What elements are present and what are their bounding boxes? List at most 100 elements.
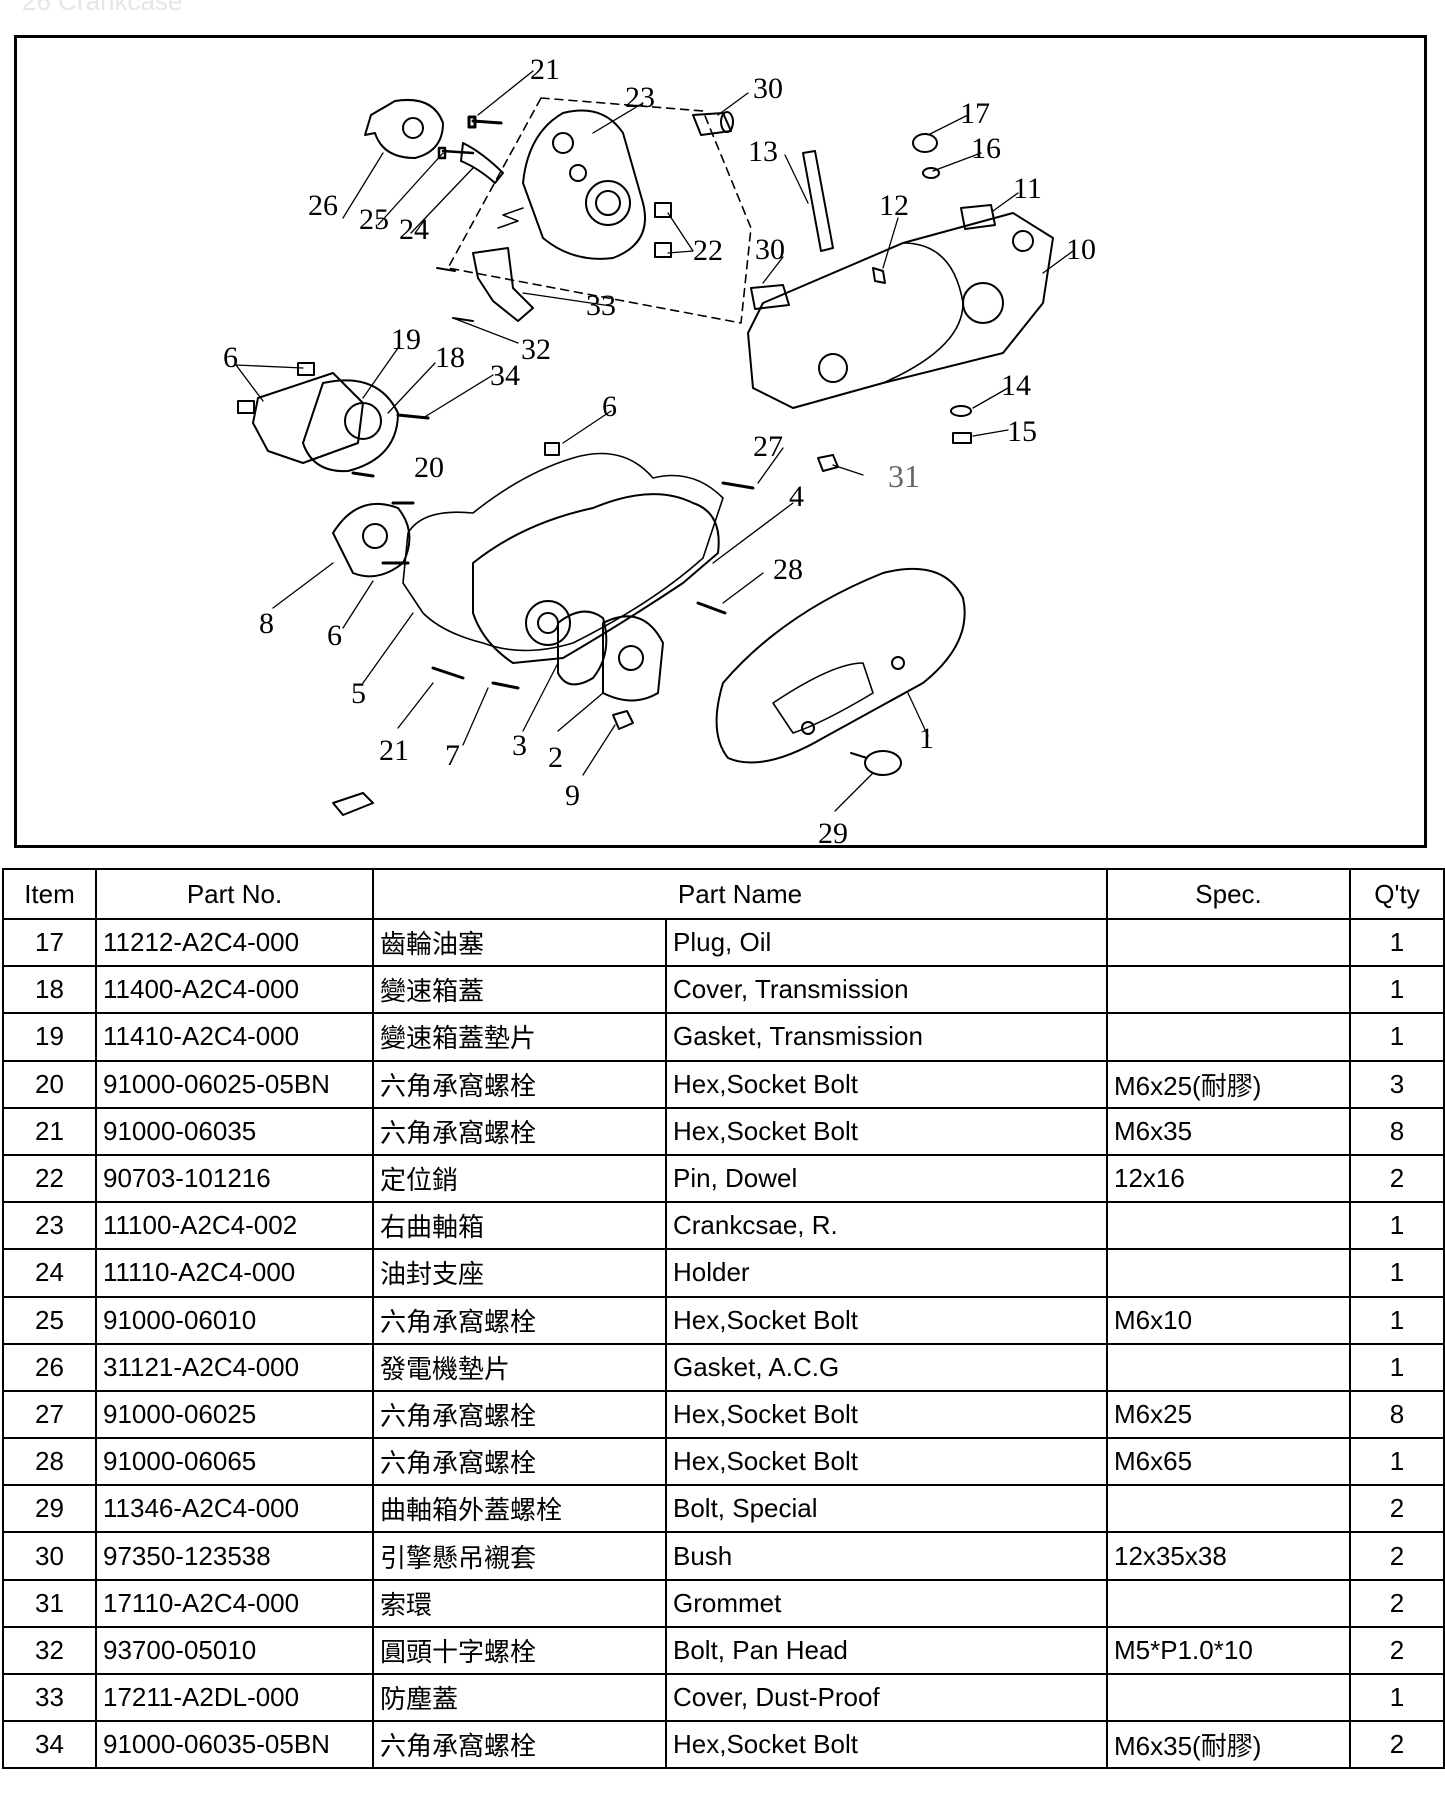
part-no-cell: 90703-101216 bbox=[95, 1153, 374, 1204]
part-no-cell: 91000-06025 bbox=[95, 1389, 374, 1440]
callout-6-mid: 6 bbox=[602, 390, 617, 423]
callout-27: 27 bbox=[753, 430, 783, 463]
spec-cell bbox=[1106, 1672, 1352, 1723]
part-name-cn-cell: 六角承窩螺栓 bbox=[372, 1059, 667, 1109]
callout-33: 33 bbox=[586, 289, 616, 322]
callout-4: 4 bbox=[789, 480, 804, 513]
callout-6-low: 6 bbox=[327, 619, 342, 652]
part-name-cn-cell: 油封支座 bbox=[372, 1248, 667, 1298]
callout-6-left: 6 bbox=[223, 341, 238, 374]
part-no-cell: 17211-A2DL-000 bbox=[95, 1672, 374, 1723]
qty-cell: 1 bbox=[1349, 1201, 1445, 1251]
spec-cell: 12x16 bbox=[1106, 1153, 1352, 1204]
spec-cell: M6x10 bbox=[1106, 1295, 1352, 1345]
spec-cell bbox=[1106, 1484, 1352, 1534]
callout-10: 10 bbox=[1066, 233, 1096, 266]
spec-cell bbox=[1106, 965, 1352, 1015]
callout-11: 11 bbox=[1013, 172, 1042, 205]
callout-34: 34 bbox=[490, 359, 520, 392]
qty-cell: 8 bbox=[1349, 1389, 1445, 1440]
header-spec: Spec. bbox=[1106, 868, 1352, 920]
part-name-en-cell: Hex,Socket Bolt bbox=[664, 1059, 1109, 1109]
qty-cell: 2 bbox=[1349, 1578, 1445, 1628]
qty-cell: 1 bbox=[1349, 1248, 1445, 1298]
part-no-cell: 11400-A2C4-000 bbox=[95, 965, 374, 1015]
callout-22: 22 bbox=[693, 234, 723, 267]
part-no-cell: 91000-06035 bbox=[95, 1106, 374, 1156]
callout-28: 28 bbox=[773, 553, 803, 586]
part-name-cn-cell: 六角承窩螺栓 bbox=[372, 1106, 667, 1156]
qty-cell: 1 bbox=[1349, 917, 1445, 968]
part-no-cell: 91000-06065 bbox=[95, 1437, 374, 1487]
spec-cell bbox=[1106, 917, 1352, 968]
part-name-cn-cell: 六角承窩螺栓 bbox=[372, 1437, 667, 1487]
part-name-en-cell: Hex,Socket Bolt bbox=[664, 1106, 1109, 1156]
qty-cell: 1 bbox=[1349, 1012, 1445, 1062]
part-name-cn-cell: 六角承窩螺栓 bbox=[372, 1720, 667, 1770]
qty-cell: 1 bbox=[1349, 1672, 1445, 1723]
qty-cell: 2 bbox=[1349, 1484, 1445, 1534]
part-no-cell: 93700-05010 bbox=[95, 1625, 374, 1676]
item-cell: 22 bbox=[2, 1153, 97, 1204]
part-name-cn-cell: 定位銷 bbox=[372, 1153, 667, 1204]
part-name-en-cell: Bush bbox=[664, 1531, 1109, 1581]
callout-5: 5 bbox=[351, 677, 366, 710]
callout-9: 9 bbox=[565, 779, 580, 812]
diagram-drawing: 21 23 30 17 16 13 26 25 24 22 12 11 30 1… bbox=[223, 53, 1096, 845]
callout-23: 23 bbox=[625, 81, 655, 114]
part-name-cn-cell: 六角承窩螺栓 bbox=[372, 1295, 667, 1345]
part-name-en-cell: Gasket, A.C.G bbox=[664, 1342, 1109, 1392]
part-name-cn-cell: 引擎懸吊襯套 bbox=[372, 1531, 667, 1581]
part-name-cn-cell: 六角承窩螺栓 bbox=[372, 1389, 667, 1440]
header-part-no: Part No. bbox=[95, 868, 374, 920]
callout-7: 7 bbox=[445, 739, 460, 772]
part-name-cn-cell: 圓頭十字螺栓 bbox=[372, 1625, 667, 1676]
part-name-en-cell: Grommet bbox=[664, 1578, 1109, 1628]
callout-1: 1 bbox=[919, 722, 934, 755]
part-name-en-cell: Holder bbox=[664, 1248, 1109, 1298]
part-no-cell: 11346-A2C4-000 bbox=[95, 1484, 374, 1534]
spec-cell: M6x35 bbox=[1106, 1106, 1352, 1156]
header-qty: Q'ty bbox=[1349, 868, 1445, 920]
qty-cell: 1 bbox=[1349, 965, 1445, 1015]
qty-cell: 3 bbox=[1349, 1059, 1445, 1109]
part-no-cell: 31121-A2C4-000 bbox=[95, 1342, 374, 1392]
part-name-en-cell: Hex,Socket Bolt bbox=[664, 1437, 1109, 1487]
callout-8: 8 bbox=[259, 607, 274, 640]
part-name-cn-cell: 齒輪油塞 bbox=[372, 917, 667, 968]
spec-cell bbox=[1106, 1012, 1352, 1062]
callout-13: 13 bbox=[748, 135, 778, 168]
callout-30: 30 bbox=[753, 72, 783, 105]
qty-cell: 2 bbox=[1349, 1153, 1445, 1204]
item-cell: 26 bbox=[2, 1342, 97, 1392]
spec-cell: M6x65 bbox=[1106, 1437, 1352, 1487]
part-name-en-cell: Crankcsae, R. bbox=[664, 1201, 1109, 1251]
part-name-cn-cell: 防塵蓋 bbox=[372, 1672, 667, 1723]
item-cell: 23 bbox=[2, 1201, 97, 1251]
qty-cell: 2 bbox=[1349, 1625, 1445, 1676]
item-cell: 31 bbox=[2, 1578, 97, 1628]
part-name-en-cell: Cover, Transmission bbox=[664, 965, 1109, 1015]
spec-cell: M6x25 bbox=[1106, 1389, 1352, 1440]
callout-21: 21 bbox=[530, 53, 560, 86]
part-name-cn-cell: 變速箱蓋 bbox=[372, 965, 667, 1015]
callout-26: 26 bbox=[308, 189, 338, 222]
callout-21-low: 21 bbox=[379, 734, 409, 767]
callout-30-lower: 30 bbox=[755, 233, 785, 266]
spec-cell: M5*P1.0*10 bbox=[1106, 1625, 1352, 1676]
item-cell: 30 bbox=[2, 1531, 97, 1581]
qty-cell: 1 bbox=[1349, 1295, 1445, 1345]
part-name-en-cell: Hex,Socket Bolt bbox=[664, 1389, 1109, 1440]
callout-18: 18 bbox=[435, 341, 465, 374]
qty-cell: 2 bbox=[1349, 1531, 1445, 1581]
part-name-en-cell: Plug, Oil bbox=[664, 917, 1109, 968]
callout-14: 14 bbox=[1001, 369, 1031, 402]
item-cell: 24 bbox=[2, 1248, 97, 1298]
